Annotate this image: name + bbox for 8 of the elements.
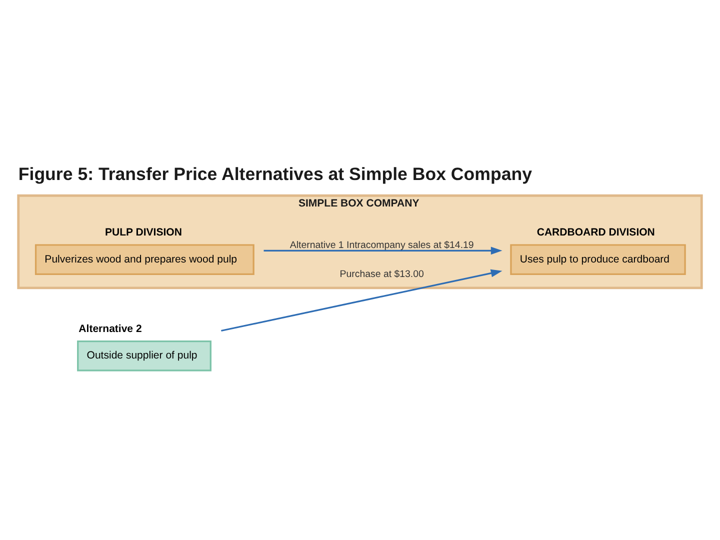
node-label: Alternative 2 (78, 322, 142, 334)
diagram-title: Figure 5: Transfer Price Alternatives at Simple Box Company (18, 163, 532, 184)
arrow (221, 268, 502, 332)
arrow (264, 246, 502, 254)
node-label: CARDBOARD DIVISION (536, 226, 655, 238)
edge-label: Alternative 1 Intracompany sales at $14.19 (290, 239, 474, 250)
node-label: PULP DIVISION (105, 226, 182, 238)
edge-label: Purchase at $13.00 (340, 268, 424, 280)
